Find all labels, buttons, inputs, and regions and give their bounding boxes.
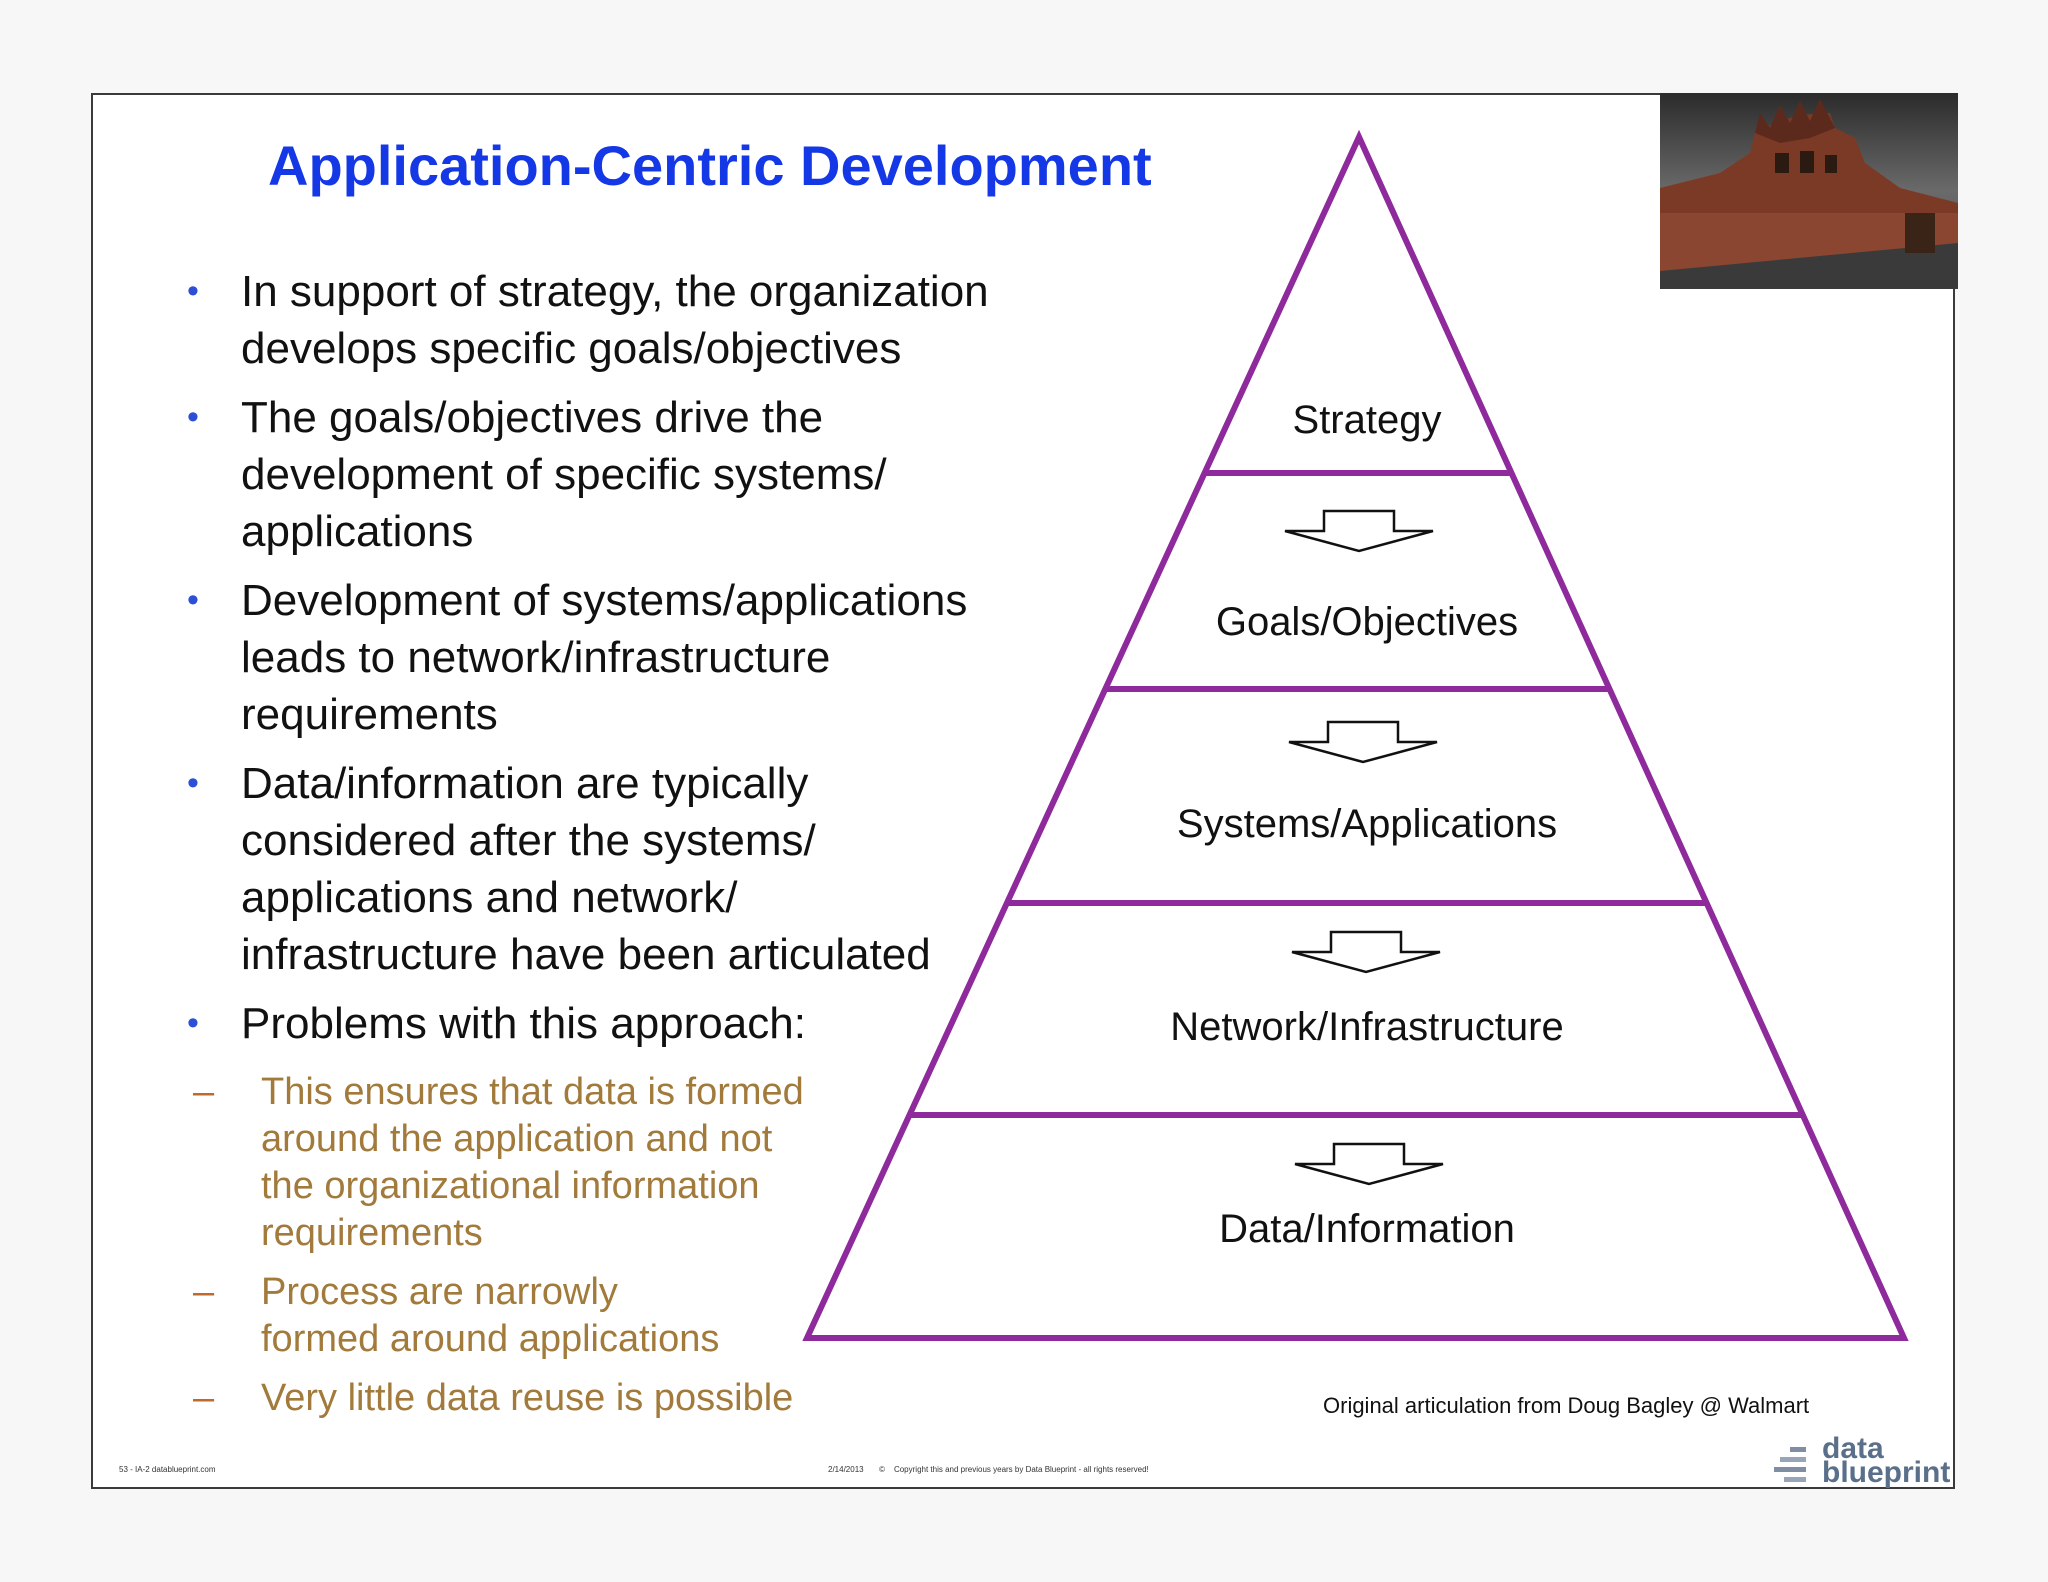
bullet-list: • In support of strategy, the organizati… — [135, 263, 1015, 1064]
slide: Application-Centric Development • In sup… — [91, 93, 1958, 1489]
sub-bullet-text: This ensures that data is formed around … — [261, 1071, 804, 1254]
bullet-item: • Problems with this approach: — [135, 995, 1015, 1052]
sub-bullet-dash: – — [193, 1377, 215, 1419]
sub-bullet-list: – This ensures that data is formed aroun… — [193, 1069, 893, 1434]
bullet-dot: • — [187, 764, 199, 802]
sub-bullet-item: – This ensures that data is formed aroun… — [193, 1069, 893, 1257]
bullet-dot: • — [187, 581, 199, 619]
sub-bullet-dash: – — [193, 1071, 215, 1113]
building-photo — [1660, 93, 1958, 289]
down-arrow-icon — [1291, 930, 1441, 974]
bullet-text: Data/information are typically considere… — [241, 759, 931, 979]
footer-left: 53 - IA-2 datablueprint.com — [119, 1465, 216, 1474]
pyramid-level-data: Data/Information — [1219, 1207, 1515, 1251]
copyright-symbol: © — [879, 1465, 886, 1474]
footer-copyright: Copyright this and previous years by Dat… — [893, 1465, 1149, 1474]
bullet-dot: • — [187, 272, 199, 310]
pyramid-level-systems: Systems/Applications — [1177, 802, 1557, 846]
logo-line-blueprint: blueprint — [1822, 1456, 1951, 1489]
data-blueprint-logo: data blueprint — [1770, 1434, 1955, 1489]
bullet-item: • The goals/objectives drive the develop… — [135, 389, 1015, 560]
footer-left-text: - IA-2 datablueprint.com — [130, 1465, 216, 1474]
bullet-text: Problems with this approach: — [241, 999, 806, 1048]
bullet-item: • In support of strategy, the organizati… — [135, 263, 1015, 377]
footer-page-number: 53 — [119, 1465, 128, 1474]
pyramid-level-network: Network/Infrastructure — [1170, 1005, 1563, 1049]
logo-line-data: data — [1822, 1432, 1884, 1465]
down-arrow-icon — [1288, 720, 1438, 764]
sub-bullet-item: – Very little data reuse is possible — [193, 1375, 893, 1422]
bullet-item: • Development of systems/applications le… — [135, 572, 1015, 743]
down-arrow-icon — [1284, 509, 1434, 553]
pyramid-diagram: Strategy Goals/Objectives Systems/Applic… — [802, 129, 1909, 1341]
bullet-item: • Data/information are typically conside… — [135, 755, 1015, 983]
slide-title: Application-Centric Development — [268, 134, 1152, 197]
sub-bullet-item: – Process are narrowly formed around app… — [193, 1269, 893, 1363]
footer-middle: 2/14/2013 © Copyright this and previous … — [828, 1465, 1149, 1474]
sub-bullet-text: Process are narrowly formed around appli… — [261, 1271, 720, 1360]
credit-note: Original articulation from Doug Bagley @… — [1323, 1393, 1810, 1418]
pyramid-level-goals: Goals/Objectives — [1216, 600, 1518, 644]
bullet-text: Development of systems/applications lead… — [241, 576, 968, 739]
sub-bullet-dash: – — [193, 1271, 215, 1313]
sub-bullet-text: Very little data reuse is possible — [261, 1377, 794, 1419]
logo-mark-icon — [1774, 1447, 1806, 1482]
footer-date: 2/14/2013 — [828, 1465, 864, 1474]
pyramid-outline — [802, 129, 1909, 1341]
bullet-dot: • — [187, 1004, 199, 1042]
bullet-dot: • — [187, 398, 199, 436]
pyramid-level-strategy: Strategy — [1293, 398, 1442, 442]
logo-text: data blueprint — [1822, 1434, 1950, 1488]
bullet-text: The goals/objectives drive the developme… — [241, 393, 887, 556]
bullet-text: In support of strategy, the organization… — [241, 267, 989, 373]
down-arrow-icon — [1294, 1142, 1444, 1186]
